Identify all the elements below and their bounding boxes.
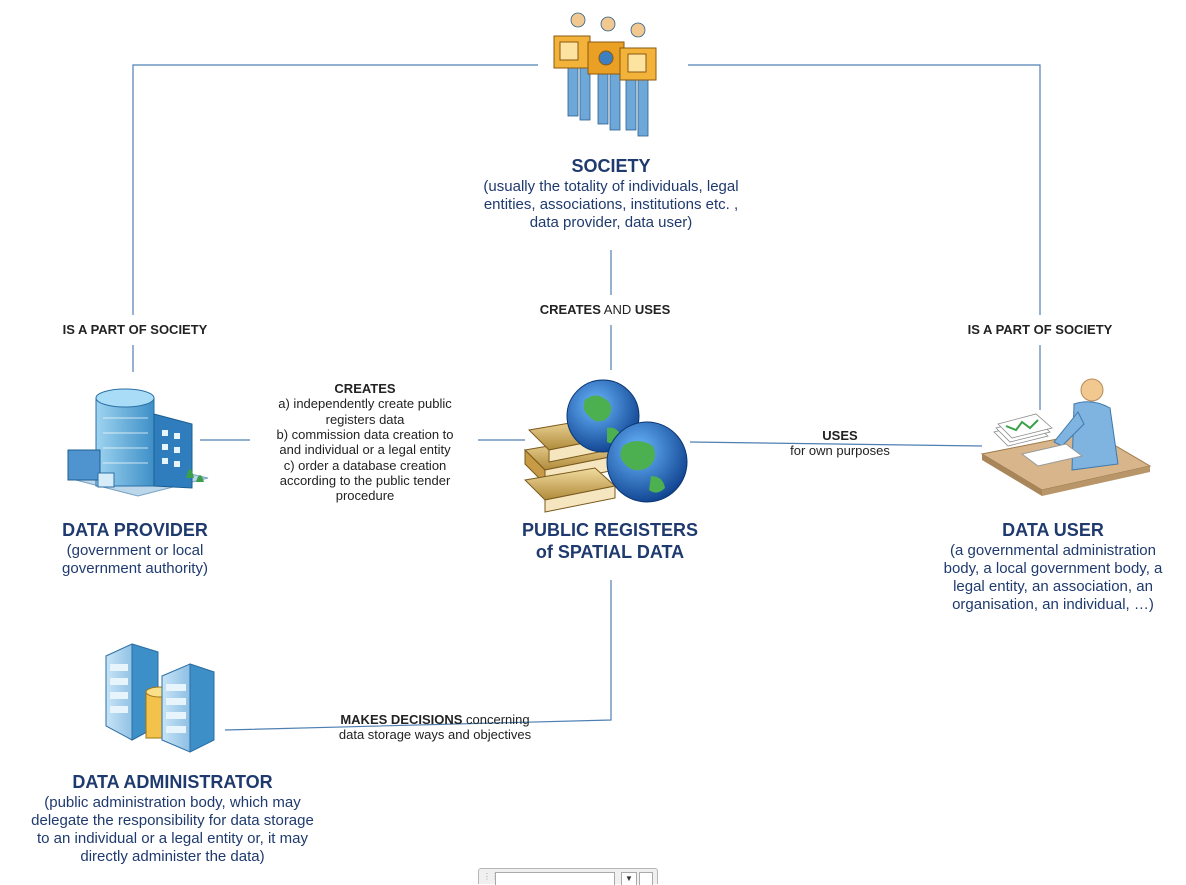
society-desc-1: (usually the totality of individuals, le… [483, 177, 739, 195]
books-globes-icon [523, 379, 688, 513]
makes-decisions-rest: concerning [462, 712, 530, 727]
user-desc-3: legal entity, an association, an [953, 578, 1153, 596]
connector-society-provider [132, 64, 538, 315]
user-desc-2: body, a local government body, a [943, 559, 1163, 577]
connector-society-user [688, 64, 1041, 315]
society-node: SOCIETY (usually the totality of individ… [430, 156, 792, 232]
toolbar-input[interactable] [495, 872, 615, 885]
admin-node: DATA ADMINISTRATOR (public administratio… [0, 772, 345, 867]
provider-title: DATA PROVIDER [62, 520, 208, 540]
edge-uses: USES for own purposes [760, 428, 920, 459]
provider-node: DATA PROVIDER (government or local gover… [20, 520, 250, 578]
edge-provider-part-of-society: IS A PART OF SOCIETY [62, 322, 208, 337]
creates-line-3: b) commission data creation to [276, 426, 454, 442]
creates-line-2: registers data [325, 411, 405, 427]
creates-line-5: c) order a database creation [283, 457, 447, 473]
floating-toolbar[interactable]: ⋮⋮ ▼ [478, 868, 658, 885]
creates-line-4: and individual or a legal entity [279, 442, 451, 458]
dropdown-arrow-icon[interactable]: ▼ [621, 872, 637, 885]
provider-desc-2: government authority) [62, 559, 208, 577]
edge-creates: CREATES a) independently create public r… [238, 381, 492, 504]
provider-desc-1: (government or local [66, 541, 204, 559]
creates-line-7: procedure [335, 488, 395, 504]
uses-title: USES [822, 428, 858, 443]
creates-title: CREATES [334, 381, 396, 396]
society-desc-3: data provider, data user) [529, 214, 693, 232]
office-building-icon [67, 388, 209, 497]
edge-makes-decisions: MAKES DECISIONS concerning data storage … [300, 712, 570, 743]
creates-line-6: according to the public tender [279, 472, 451, 488]
makes-decisions-line2: data storage ways and objectives [338, 727, 532, 743]
admin-desc-1: (public administration body, which may [44, 793, 301, 811]
registers-title-1: PUBLIC REGISTERS [521, 520, 699, 540]
registers-node: PUBLIC REGISTERS of SPATIAL DATA [480, 520, 740, 563]
user-title: DATA USER [1002, 520, 1104, 540]
makes-decisions-bold: MAKES DECISIONS [340, 712, 463, 727]
drag-grip-icon[interactable]: ⋮⋮ [483, 872, 499, 881]
uses-sub: for own purposes [790, 443, 890, 459]
servers-database-icon [105, 643, 215, 753]
creates-line-1: a) independently create public [278, 396, 452, 412]
admin-desc-2: delegate the responsibility for data sto… [31, 811, 314, 829]
toolbar-square-button[interactable] [639, 872, 653, 885]
edge-user-part-of-society: IS A PART OF SOCIETY [967, 322, 1113, 337]
admin-desc-3: to an individual or a legal entity or, i… [37, 830, 308, 848]
user-node: DATA USER (a governmental administration… [920, 520, 1186, 615]
admin-title: DATA ADMINISTRATOR [72, 772, 273, 792]
society-desc-2: entities, associations, institutions etc… [483, 195, 739, 213]
people-puzzle-icon [553, 12, 657, 137]
creates-and-uses-bold1: CREATES [539, 302, 601, 317]
registers-title-2: of SPATIAL DATA [535, 541, 685, 562]
person-at-desk-icon [980, 378, 1152, 496]
user-desc-1: (a governmental administration [950, 541, 1156, 559]
society-title: SOCIETY [571, 156, 651, 176]
connector-registers-admin [224, 580, 612, 731]
user-desc-4: organisation, an individual, …) [952, 596, 1154, 614]
edge-creates-and-uses: CREATES AND USES [480, 302, 730, 317]
creates-and-uses-plain: AND [600, 302, 635, 317]
admin-desc-4: directly administer the data) [80, 848, 265, 866]
connector-registers-user [689, 441, 983, 447]
connectors [132, 64, 1041, 731]
creates-and-uses-bold2: USES [634, 302, 671, 317]
